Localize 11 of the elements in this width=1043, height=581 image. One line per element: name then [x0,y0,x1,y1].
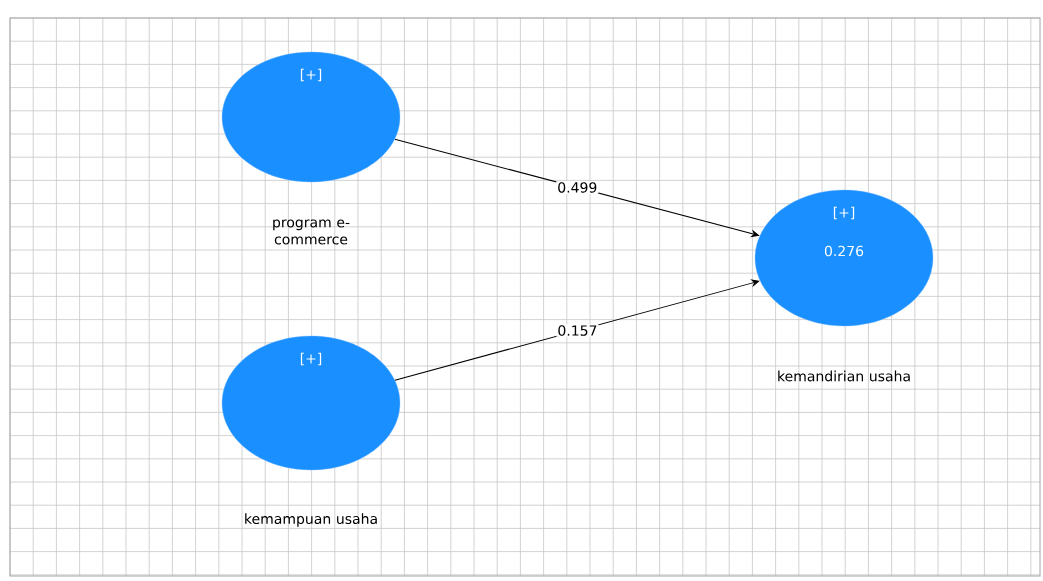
r-squared-value: 0.276 [824,245,864,257]
path-coefficient: 0.499 [556,181,599,194]
expand-marker: [+] [833,206,855,220]
variable-label: kemampuan usaha [245,513,377,527]
expand-marker: [+] [300,68,322,82]
expand-marker: [+] [300,352,322,366]
path-arrow [394,279,760,381]
variable-label: kemandirian usaha [778,370,910,382]
path-arrow [394,138,760,237]
path-coefficient: 0.157 [556,324,599,337]
variable-label: program e-commerce [273,219,350,245]
